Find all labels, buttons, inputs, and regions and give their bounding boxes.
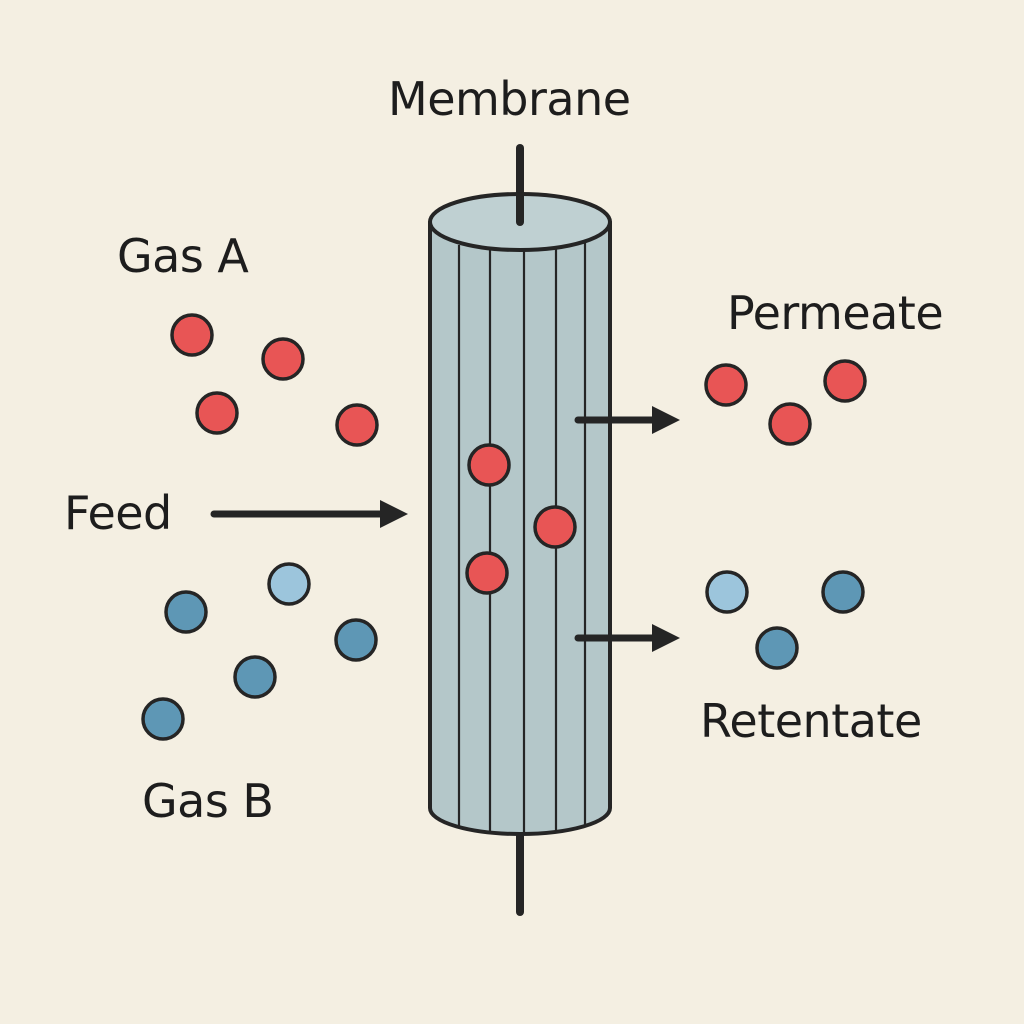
gas-b-feed-molecules xyxy=(141,562,378,741)
gas-a-molecule xyxy=(768,402,812,446)
gas-a-label: Gas A xyxy=(117,229,249,283)
gas-b-molecule xyxy=(164,590,208,634)
gas-b-molecule xyxy=(334,618,378,662)
gas-a-molecule xyxy=(261,337,305,381)
gas-b-molecule xyxy=(755,626,799,670)
gas-b-label: Gas B xyxy=(142,774,274,828)
gas-b-retentate-molecules xyxy=(705,570,865,670)
gas-a-molecule xyxy=(195,391,239,435)
retentate-label: Retentate xyxy=(700,694,922,748)
permeate-label: Permeate xyxy=(727,286,944,340)
gas-b-molecule xyxy=(141,697,185,741)
membrane-cylinder-body xyxy=(428,220,612,836)
gas-a-feed-molecules xyxy=(170,313,379,447)
gas-b-molecule xyxy=(821,570,865,614)
gas-b-molecule xyxy=(705,570,749,614)
gas-a-membrane-molecules xyxy=(465,443,577,595)
membrane-label: Membrane xyxy=(388,72,631,126)
gas-a-molecule xyxy=(465,551,509,595)
gas-a-molecule xyxy=(823,359,867,403)
gas-a-molecule xyxy=(704,363,748,407)
gas-a-molecule xyxy=(170,313,214,357)
gas-b-molecule xyxy=(267,562,311,606)
feed-label: Feed xyxy=(64,486,172,540)
membrane-fibers xyxy=(457,243,587,832)
gas-a-molecule xyxy=(467,443,511,487)
gas-a-molecule xyxy=(533,505,577,549)
gas-a-molecule xyxy=(335,403,379,447)
gas-a-permeate-molecules xyxy=(704,359,867,446)
gas-b-molecule xyxy=(233,655,277,699)
